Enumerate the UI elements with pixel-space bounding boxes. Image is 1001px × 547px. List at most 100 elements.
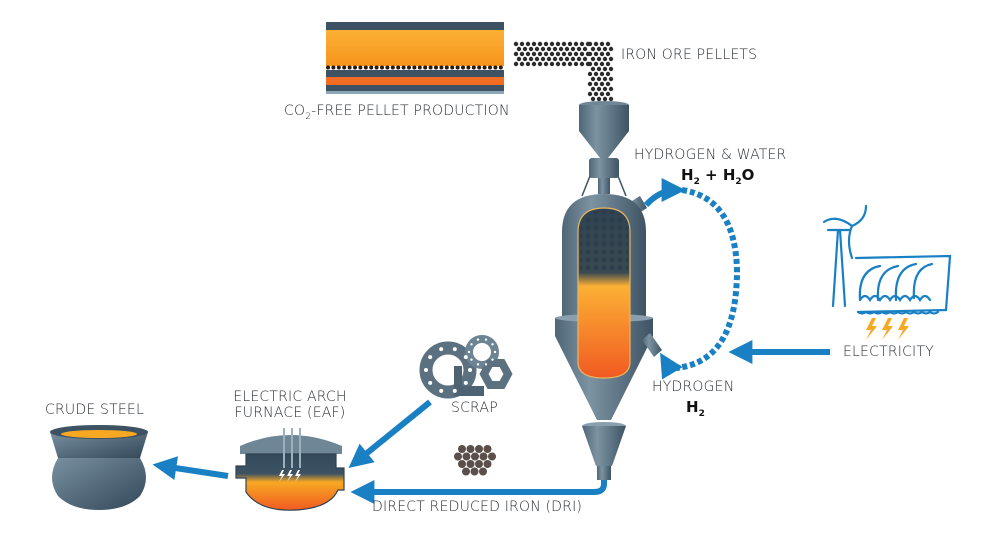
dri-pellet	[479, 452, 488, 461]
iron-ore-pellet	[579, 41, 585, 47]
conveyor-pellet	[482, 65, 487, 70]
hydrogen-formula: H2	[686, 398, 705, 419]
iron-ore-pellet	[608, 46, 614, 52]
conveyor-pellet	[466, 65, 471, 70]
scrap-hole	[439, 347, 444, 352]
scrap-label: SCRAP	[451, 400, 498, 416]
crude-steel-label: CRUDE STEEL	[45, 402, 144, 418]
conveyor-pellet	[471, 65, 476, 70]
iron-ore-pellet	[573, 51, 579, 57]
conveyor-pellet	[461, 65, 465, 70]
iron-ore-pellet	[522, 56, 528, 62]
iron-ore-pellet	[593, 81, 599, 87]
iron-ore-pellet	[608, 76, 614, 82]
steel-ladle-icon	[50, 425, 148, 510]
iron-ore-pellet	[513, 41, 519, 47]
scrap-hole	[470, 343, 473, 346]
iron-ore-pellet	[587, 81, 593, 87]
iron-ore-pellet	[555, 51, 561, 57]
dri-pellet	[462, 467, 470, 476]
iron-ore-pellet	[587, 61, 593, 67]
scrap-hole	[476, 338, 480, 341]
conveyor-pellet	[488, 65, 492, 70]
conveyor-pellet	[336, 65, 341, 70]
iron-ore-pellet	[525, 41, 531, 47]
dri-pellets-icon	[454, 445, 496, 476]
iron-ore-pellet	[599, 71, 605, 77]
iron-ore-pellet	[593, 91, 599, 97]
iron-ore-pellet	[552, 56, 558, 62]
iron-ore-pellet	[590, 96, 596, 102]
iron-ore-pellet	[558, 56, 564, 62]
hydrogen-water-formula: H2 + H2O	[681, 166, 755, 187]
iron-ore-pellet	[582, 46, 588, 52]
iron-ore-pellet	[596, 76, 602, 82]
iron-ore-pellet	[599, 81, 605, 87]
iron-ore-pellet	[561, 61, 567, 67]
pellet-production-label: CO2-FREE PELLET PRODUCTION	[284, 103, 510, 122]
iron-ore-pellet	[561, 41, 567, 47]
iron-ore-pellet	[590, 86, 596, 92]
iron-ore-pellet	[608, 56, 614, 62]
iron-ore-pellet	[519, 61, 525, 67]
iron-ore-pellet	[579, 51, 585, 57]
conveyor-pellet	[450, 65, 455, 70]
scrap-hole	[463, 380, 468, 385]
scrap-hole	[428, 380, 433, 385]
iron-ore-pellet	[567, 41, 573, 47]
scrap-hole	[470, 358, 473, 361]
iron-ore-pellet	[596, 46, 602, 52]
conveyor-pellet	[380, 65, 384, 70]
iron-ore-pellet	[537, 41, 543, 47]
iron-ore-pellet	[599, 51, 605, 57]
iron-ore-pellet	[519, 41, 525, 47]
iron-ore-pellets-label: IRON ORE PELLETS	[621, 47, 758, 63]
iron-ore-pellet	[596, 96, 602, 102]
iron-ore-pellet	[534, 56, 540, 62]
iron-ore-pellet	[605, 91, 611, 97]
iron-ore-pellet	[582, 56, 588, 62]
conveyor-pellet	[358, 65, 363, 70]
conveyor-pellet	[369, 65, 374, 70]
conveyor-pellet	[428, 65, 433, 70]
conveyor-pellet	[444, 65, 449, 70]
iron-ore-pellet	[596, 56, 602, 62]
conveyor-pellet	[326, 65, 330, 70]
wind-hydro-power-icon	[822, 204, 952, 315]
iron-ore-pellet	[519, 51, 525, 57]
iron-ore-pellet	[593, 51, 599, 57]
iron-ore-pellet	[596, 86, 602, 92]
iron-ore-pellet	[599, 41, 605, 47]
scrap-hole	[493, 350, 497, 354]
scrap-hole	[463, 355, 468, 360]
iron-ore-pellet	[602, 56, 608, 62]
iron-ore-pellet	[540, 56, 546, 62]
iron-ore-pellet	[564, 56, 570, 62]
iron-ore-pellet	[602, 96, 608, 102]
scrap-hole	[467, 350, 471, 354]
pellet-conveyor-icon	[326, 22, 504, 94]
iron-ore-pellet	[602, 66, 608, 72]
iron-ore-pellet	[555, 41, 561, 47]
conveyor-pellet	[396, 65, 401, 70]
conveyor-pellet	[455, 65, 460, 70]
iron-ore-pellet	[516, 56, 522, 62]
conveyor-pellet	[342, 65, 347, 70]
iron-ore-pellet	[543, 41, 549, 47]
iron-ore-pellet	[546, 46, 552, 52]
iron-ore-pellet	[513, 61, 519, 67]
iron-ore-pellet	[561, 51, 567, 57]
iron-ore-pellet	[593, 61, 599, 67]
iron-ore-pellet	[587, 41, 593, 47]
conveyor-pellet	[347, 65, 352, 70]
iron-ore-pellet	[599, 91, 605, 97]
iron-ore-pellet	[543, 51, 549, 57]
dri-pellet	[475, 460, 483, 468]
conveyor-pellet	[401, 65, 406, 70]
iron-ore-pellet	[573, 61, 579, 67]
iron-ore-pellet	[564, 46, 570, 52]
iron-ore-pellet	[573, 41, 579, 47]
dri-pellet	[488, 452, 496, 461]
iron-ore-pellet	[525, 61, 531, 67]
